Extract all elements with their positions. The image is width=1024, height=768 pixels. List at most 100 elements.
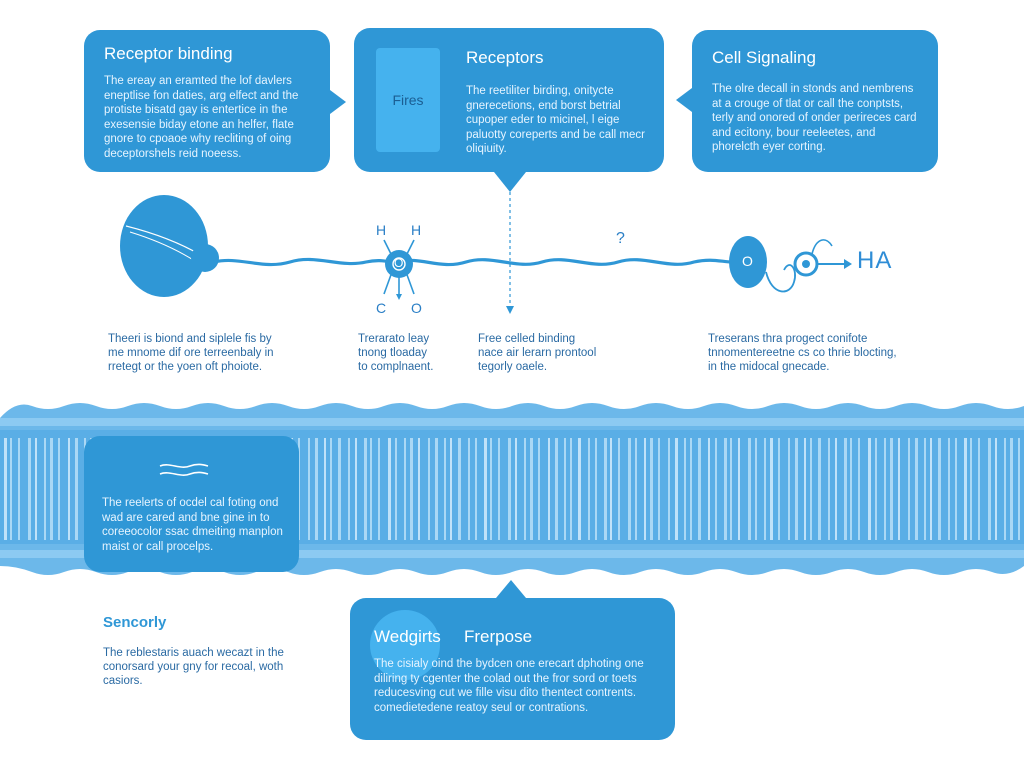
membrane-bar [330, 438, 332, 540]
receiver-branch [811, 239, 833, 255]
membrane-bar [875, 438, 877, 540]
membrane-bar [418, 438, 420, 540]
membrane-bar [828, 438, 830, 540]
cell-signaling-title: Cell Signaling [712, 48, 816, 67]
membrane-bar [948, 438, 950, 540]
membrane-bar [995, 438, 997, 540]
wedgirts-body: The cisialy oind the bydcen one erecart … [374, 658, 644, 714]
membrane-bottom-stripe [0, 550, 1024, 558]
c-label: C [376, 300, 387, 316]
membrane-bar [348, 438, 350, 540]
membrane-bar [604, 438, 607, 540]
membrane-bar [444, 438, 446, 540]
membrane-top-stripe [0, 418, 1024, 426]
membrane-bar [515, 438, 517, 540]
membrane-bar [978, 438, 980, 540]
membrane-bar [578, 438, 581, 540]
membrane-bar [698, 438, 701, 540]
membrane-bar [868, 438, 871, 540]
signaling-line [213, 257, 733, 267]
membrane-bar [850, 438, 852, 540]
endpoint-o-label: O [742, 253, 753, 269]
membrane-bar [635, 438, 637, 540]
receiver-cell [729, 236, 767, 288]
sensory-line-3: casiors. [103, 675, 143, 687]
caption-3: Free celled binding nace air lerarn pron… [478, 332, 596, 374]
sensory-line-2: conorsard your gny for recoal, woth [103, 661, 284, 673]
membrane-bar [770, 438, 773, 540]
membrane-bar [395, 438, 397, 540]
membrane-bar [498, 438, 500, 540]
membrane-bar [908, 438, 910, 540]
caption-1: Theeri is biond and siplele fis by me mn… [108, 332, 274, 374]
membrane-bar [308, 438, 310, 540]
cell-body [120, 195, 208, 297]
membrane-bar [788, 438, 790, 540]
membrane-bar [564, 438, 566, 540]
membrane-bar [1018, 438, 1020, 540]
receptor-binding-card: Receptor binding The ereay an eramted th… [84, 30, 330, 172]
receiver-port [793, 251, 819, 277]
caption-1-line-1: Theeri is biond and siplele fis by [108, 333, 272, 345]
membrane-bar [658, 438, 660, 540]
membrane-bar [970, 438, 972, 540]
membrane-bar [955, 438, 957, 540]
output-arrowhead [844, 259, 852, 269]
receptors-card: Fires Receptors The reetiliter birding, … [354, 28, 664, 172]
membrane-bar [50, 438, 53, 540]
caption-3-line-1: Free celled binding [478, 333, 576, 345]
membrane-bar [570, 438, 572, 540]
membrane-bar [1010, 438, 1013, 540]
caption-4-line-1: Treserans thra progect conifote [708, 333, 868, 345]
membrane-bar [898, 438, 900, 540]
membrane-card-body: The reelerts of ocdel cal foting ond wad… [102, 497, 283, 553]
membrane-bar [730, 438, 732, 540]
membrane-bar [338, 438, 341, 540]
wedgirts-card: Wedgirts Frerpose The cisialy oind the b… [350, 598, 675, 740]
receptors-body: The reetiliter birding, onitycte gnerece… [466, 85, 645, 155]
membrane-bar [964, 438, 967, 540]
receptor-binding-body: The ereay an eramted the lof davlers ene… [104, 75, 299, 160]
membrane-bar [795, 438, 798, 540]
molecule-node-ring [392, 257, 406, 271]
cell-signaling-card: Cell Signaling The olre decall in stonds… [692, 30, 938, 172]
membrane-bar [618, 438, 620, 540]
receiver-port-core [802, 260, 810, 268]
membrane-bar [44, 438, 46, 540]
membrane-bar [858, 438, 860, 540]
membrane-bar [675, 438, 678, 540]
membrane-bar [715, 438, 717, 540]
sensory-title: Sencorly [103, 614, 167, 631]
membrane-bar [28, 438, 31, 540]
membrane-bar [724, 438, 727, 540]
membrane-bar [684, 438, 686, 540]
membrane-bar [844, 438, 847, 540]
caption-3-line-2: nace air lerarn prontool [478, 347, 597, 359]
membrane-bar [524, 438, 526, 540]
bond-right-down [405, 271, 415, 295]
membrane-bar [890, 438, 893, 540]
caption-1-line-2: me mnome dif ore terreenbaly in [108, 347, 274, 359]
question-label: ? [616, 230, 625, 247]
membrane-bar [748, 438, 751, 540]
wedgirts-pointer [496, 580, 526, 598]
membrane-bar [370, 438, 372, 540]
sensory-body: The reblestaris auach wecazt in the cono… [103, 646, 284, 688]
membrane-bar [555, 438, 558, 540]
membrane-bar [435, 438, 438, 540]
caption-4-line-2: tnnomentereetne cs co thrie blocting, [708, 347, 897, 359]
receiver-loop [765, 264, 796, 293]
membrane-bar [610, 438, 612, 540]
membrane-bar [75, 438, 78, 540]
membrane-bar [450, 438, 452, 540]
membrane-bar [298, 438, 300, 540]
membrane-bar [930, 438, 932, 540]
caption-2-line-1: Trerarato leay [358, 333, 430, 345]
membrane-top-edge [0, 403, 1024, 432]
membrane-bar [404, 438, 406, 540]
membrane-bar [530, 438, 533, 540]
caption-1-line-3: rretegt or the yoen oft phoiote. [108, 361, 263, 373]
receptor-binding-pointer [330, 90, 346, 114]
membrane-bar [68, 438, 70, 540]
membrane-bar [355, 438, 357, 540]
